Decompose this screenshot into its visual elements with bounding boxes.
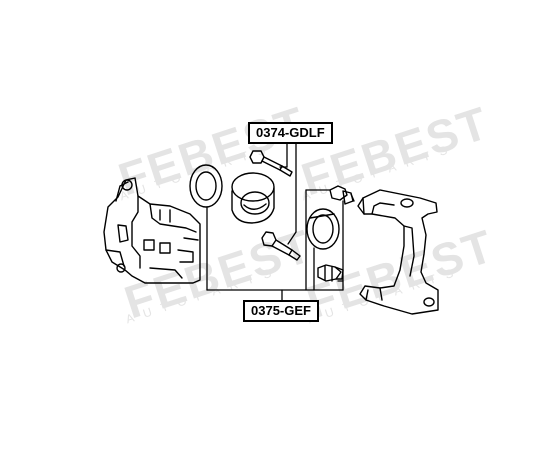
boot-lower [317,264,344,282]
caliper-bracket [357,189,439,315]
upper-kit-leaders [279,138,297,245]
guide-bolt-upper [249,150,293,177]
dust-seal [189,164,223,208]
lower-kit-leaders [206,189,344,301]
piston-seal [306,208,340,250]
boot-upper [329,185,355,205]
part-number-lower-kit: 0375-GEF [243,300,319,322]
piston [231,172,275,224]
guide-pin-lower [261,231,301,261]
caliper-housing [103,177,201,284]
part-number-upper-kit: 0374-GDLF [248,122,333,144]
